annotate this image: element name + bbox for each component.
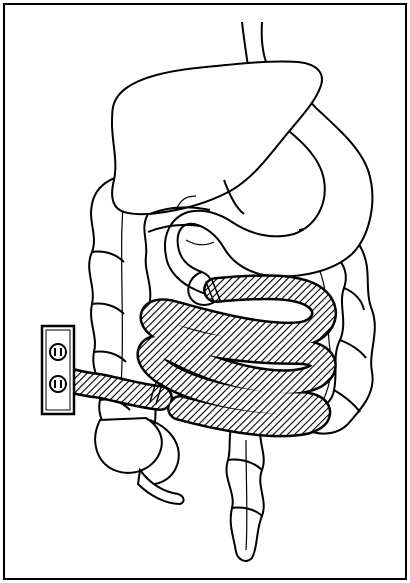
outlet-socket-bottom <box>50 376 66 392</box>
outlet-socket-top <box>50 344 66 360</box>
electrical-outlet <box>42 326 74 414</box>
